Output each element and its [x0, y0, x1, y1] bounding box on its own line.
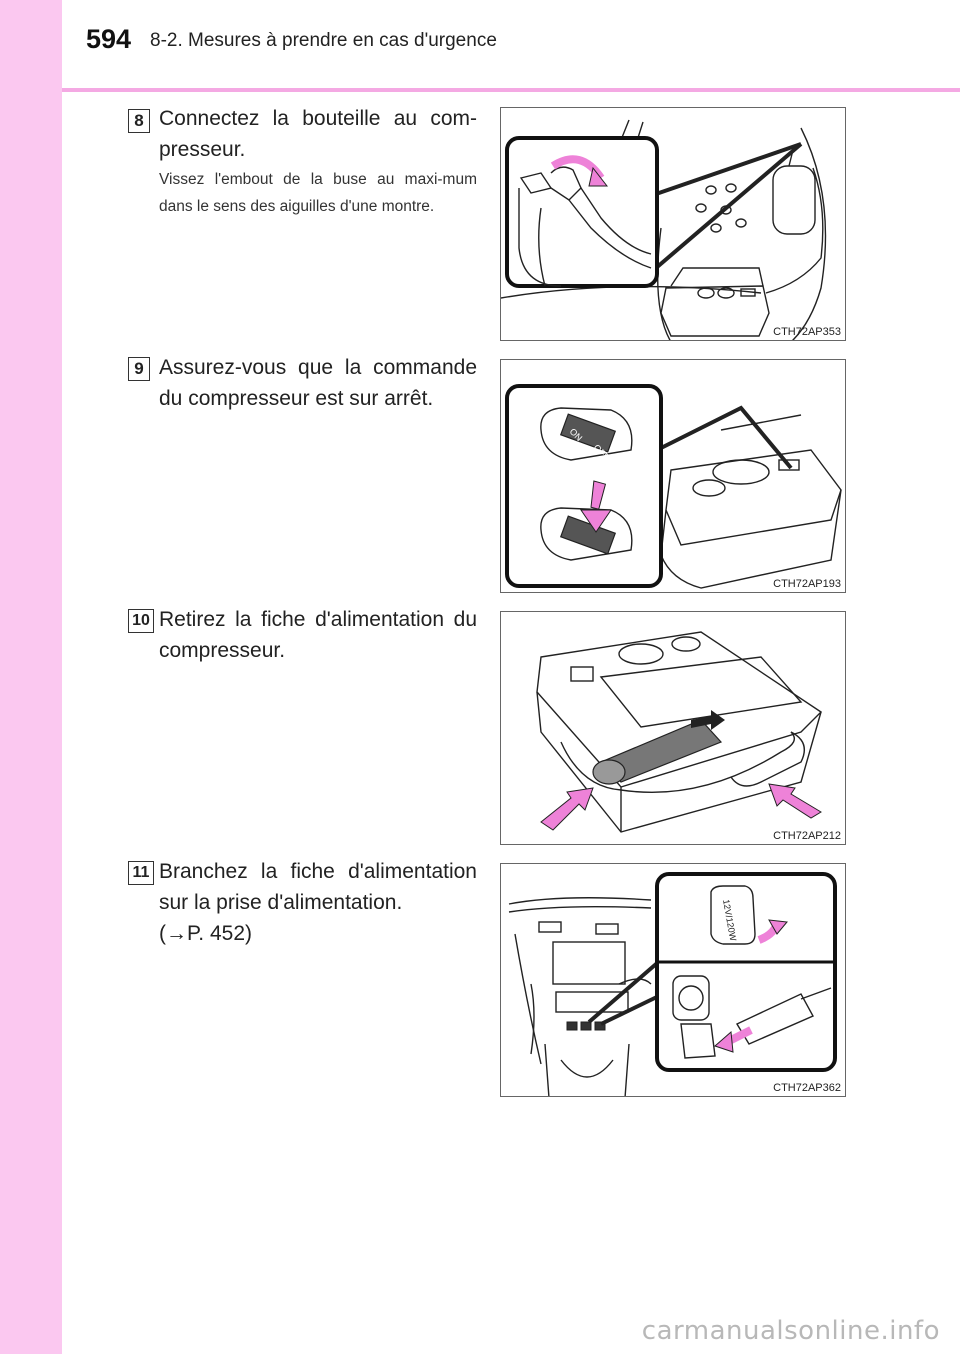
step-10-illustration: CTH72AP212 [500, 611, 846, 845]
figure-code: CTH72AP212 [773, 830, 841, 842]
step-8-detail: Vissez l'embout de la buse au maxi-mum d… [159, 171, 477, 215]
step-number-9: 9 [128, 357, 150, 381]
compressor-unplug-drawing [536, 631, 823, 833]
figure-code: CTH72AP353 [773, 326, 841, 338]
step-8-illustration: CTH72AP353 [500, 107, 846, 341]
step-8-instruction: Connectez la bouteille au com-presseur. [159, 107, 477, 161]
figure-code: CTH72AP193 [773, 578, 841, 590]
header-divider [62, 88, 960, 92]
side-color-band [0, 0, 62, 1354]
figure-code: CTH72AP362 [773, 1082, 841, 1094]
bottle-compressor-drawing [501, 119, 827, 340]
compressor-switch-drawing: ON OFF [505, 384, 842, 589]
step-number-10: 10 [128, 609, 154, 633]
step-9-illustration: ON OFF CTH72AP193 [500, 359, 846, 593]
step-number-8: 8 [128, 109, 150, 133]
section-title: 8-2. Mesures à prendre en cas d'urgence [150, 30, 497, 51]
step-11-illustration: 12V/120W CTH72AP362 [500, 863, 846, 1097]
step-11-reference-link[interactable]: (→P. 452) [159, 918, 477, 949]
page-reference[interactable]: (→P. 452) [159, 922, 252, 945]
step-9-instruction: Assurez-vous que la commande du compress… [159, 356, 477, 410]
power-outlet-drawing: 12V/120W [508, 872, 837, 1096]
step-number-11: 11 [128, 861, 154, 885]
step-11-instruction: Branchez la fiche d'alimentation sur la … [159, 860, 477, 914]
step-10-instruction: Retirez la fiche d'alimentation du compr… [159, 608, 477, 662]
page-number: 594 [86, 24, 132, 54]
watermark: carmanualsonline.info [641, 1316, 940, 1346]
